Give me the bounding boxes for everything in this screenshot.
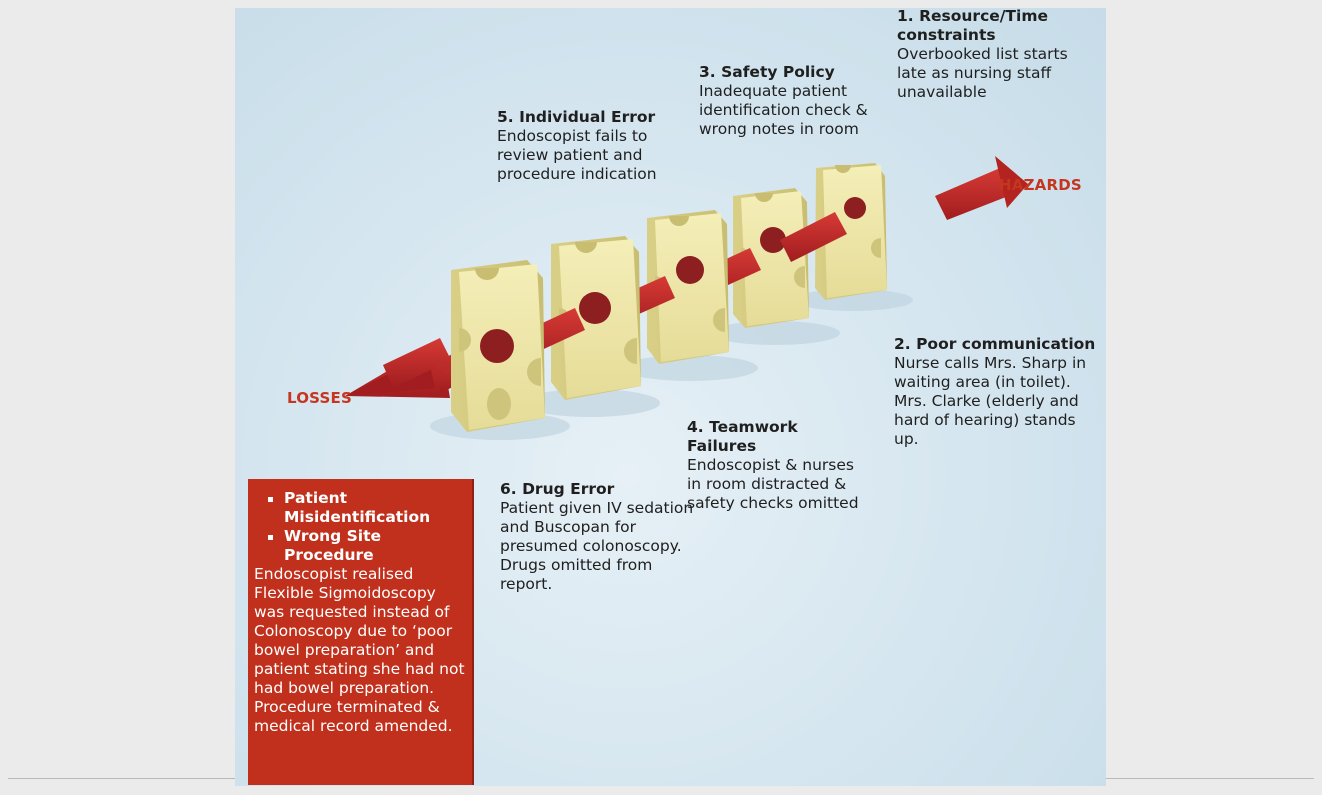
cheese-slice-3 <box>647 210 729 364</box>
factor-4: 4. Teamwork Failures Endoscopist & nurse… <box>687 418 872 513</box>
hazards-label: HAZARDS <box>999 176 1082 194</box>
factor-3-title: 3. Safety Policy <box>699 63 835 81</box>
factor-6: 6. Drug Error Patient given IV sedation … <box>500 480 695 594</box>
factor-2-body: Nurse calls Mrs. Sharp in waiting area (… <box>894 354 1087 448</box>
factor-1-title: 1. Resource/Time constraints <box>897 8 1048 44</box>
cheese-slice-5 <box>451 260 545 432</box>
factor-6-body: Patient given IV sedation and Buscopan f… <box>500 499 694 593</box>
factor-4-title: 4. Teamwork Failures <box>687 418 798 455</box>
outcome-bullet-2: Wrong Site Procedure <box>254 527 466 565</box>
cheese-slice-4 <box>551 236 641 400</box>
cheese-slice-1 <box>815 163 887 300</box>
factor-1-body: Overbooked list starts late as nursing s… <box>897 45 1068 101</box>
factor-4-body: Endoscopist & nurses in room distracted … <box>687 456 859 512</box>
outcome-bullet-1: Patient Misidentification <box>254 489 466 527</box>
swiss-cheese-diagram: 1. Resource/Time constraints Overbooked … <box>235 8 1106 786</box>
losses-label: LOSSES <box>287 389 352 407</box>
cheese-slice-2 <box>733 188 809 328</box>
factor-5-body: Endoscopist fails to review patient and … <box>497 127 657 183</box>
factor-3: 3. Safety Policy Inadequate patient iden… <box>699 63 889 139</box>
outcome-box: Patient Misidentification Wrong Site Pro… <box>248 479 474 785</box>
factor-2: 2. Poor communication Nurse calls Mrs. S… <box>894 335 1104 449</box>
swiss-cheese-illustration <box>345 156 1028 440</box>
outcome-description: Endoscopist realised Flexible Sigmoidosc… <box>254 565 465 735</box>
factor-1: 1. Resource/Time constraints Overbooked … <box>897 8 1102 102</box>
factor-5: 5. Individual Error Endoscopist fails to… <box>497 108 677 184</box>
factor-3-body: Inadequate patient identification check … <box>699 82 868 138</box>
factor-2-title: 2. Poor communication <box>894 335 1096 353</box>
factor-5-title: 5. Individual Error <box>497 108 656 126</box>
factor-6-title: 6. Drug Error <box>500 480 615 498</box>
outcome-list: Patient Misidentification Wrong Site Pro… <box>254 489 466 565</box>
hazard-arrow-mid <box>780 212 847 262</box>
